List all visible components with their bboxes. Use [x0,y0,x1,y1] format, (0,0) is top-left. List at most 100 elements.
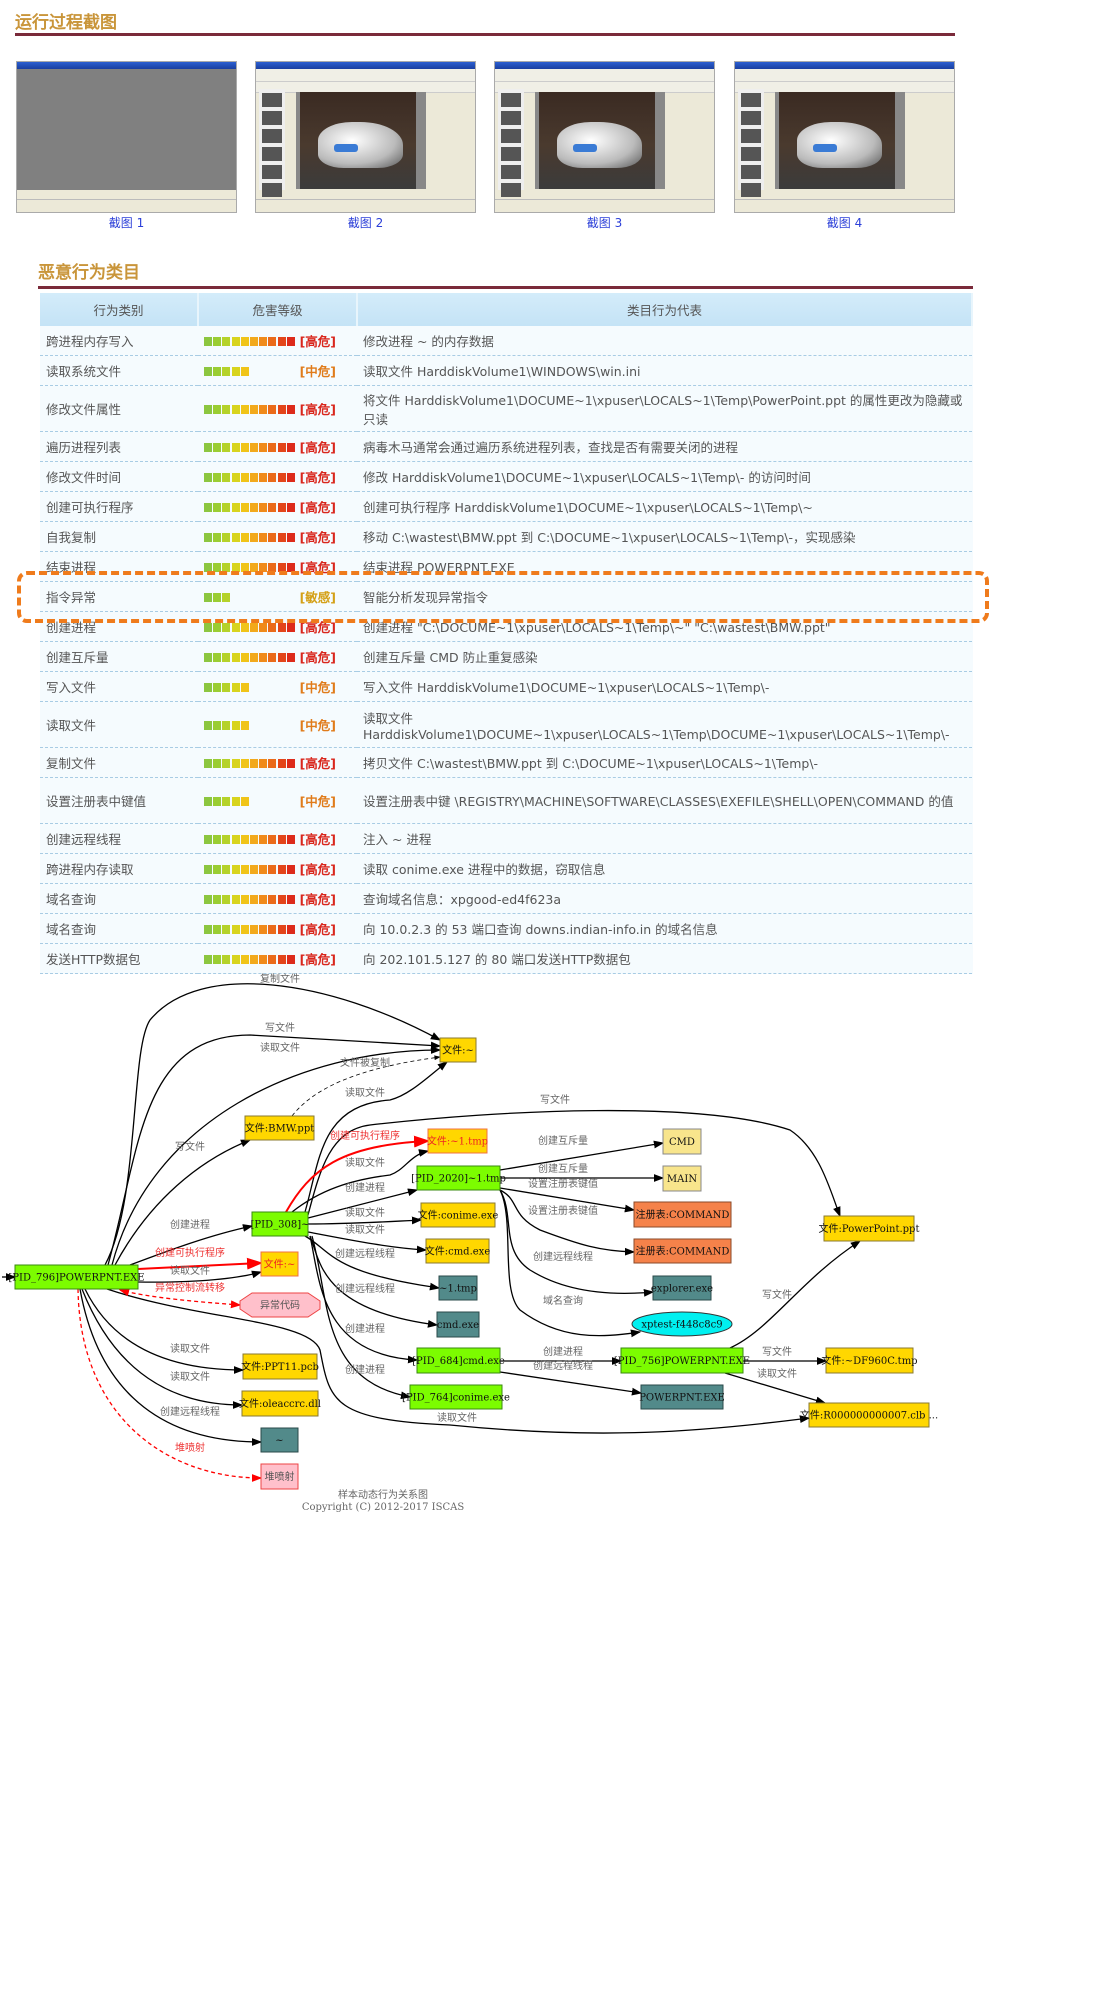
graph-node-file[interactable]: 文件:conime.exe [418,1202,499,1228]
severity-bar-segment [268,835,277,844]
severity-bar-segment [231,405,240,414]
graph-node-remote[interactable]: ~ [260,1427,299,1453]
severity-bar-segment [240,683,249,692]
graph-node-remote[interactable]: cmd.exe [436,1311,480,1338]
behavior-description: 拷贝文件 C:\wastest\BMW.ppt 到 C:\DOCUME~1\xp… [357,747,972,778]
graph-edge [724,1372,827,1405]
severity-bar-segment [222,367,231,376]
screenshot-caption-link[interactable]: 截图 3 [586,216,623,230]
screenshot-thumbnail[interactable] [734,61,955,213]
severity-bar-segment [259,895,268,904]
behavior-category: 域名查询 [40,883,198,914]
screenshot-caption-link[interactable]: 截图 1 [108,216,145,230]
graph-node-process[interactable]: [PID_2020]~1.tmp [411,1165,506,1191]
severity-bar-segment [259,759,268,768]
graph-edge [106,1288,811,1434]
graph-edge-label: 写文件 [762,1345,792,1358]
severity-bar-segment [277,653,286,662]
graph-edge-label: 创建互斥量 [538,1134,588,1147]
severity-cell: [高危] [198,521,357,552]
graph-node-label: ~1.tmp [439,1284,477,1295]
severity-bar-segment [204,653,212,662]
graph-node-mutex[interactable]: CMD [662,1128,702,1155]
severity-bar-segment [231,759,240,768]
graph-node-file[interactable]: 文件:PPT11.pcb [241,1353,319,1380]
severity-bar-segment [222,473,231,482]
severity-cell: [高危] [198,853,357,884]
graph-edge [84,1288,245,1374]
graph-node-file[interactable]: 文件:oleaccrc.dll [239,1390,321,1417]
behavior-description: 注入 ~ 进程 [357,823,972,854]
severity-cell: [高危] [198,611,357,642]
severity-bar-segment [222,653,231,662]
severity-bars [204,439,296,454]
severity-label: [高危] [299,560,336,575]
severity-bar-segment [240,925,249,934]
behavior-description: 写入文件 HarddiskVolume1\DOCUME~1\xpuser\LOC… [357,671,972,702]
severity-bar-segment [231,653,240,662]
table-row: 设置注册表中键值[中危]设置注册表中键 \REGISTRY\MACHINE\SO… [40,777,972,824]
graph-node-process[interactable]: [PID_796]POWERPNT.EXE [8,1264,145,1290]
graph-edge [114,1139,252,1266]
severity-bar-segment [277,955,286,964]
graph-node-label: 文件:~ [442,1044,474,1057]
behavior-description: 创建进程 "C:\DOCUME~1\xpuser\LOCALS~1\Temp\~… [357,611,972,642]
graph-node-registry[interactable]: 注册表:COMMAND [633,1201,732,1228]
screenshot-thumbnail[interactable] [16,61,237,213]
severity-bar-segment [240,653,249,662]
graph-node-remote[interactable]: ~1.tmp [438,1275,478,1301]
severity-bar-segment [249,533,258,542]
screenshot-caption-link[interactable]: 截图 4 [826,216,863,230]
severity-bar-segment [268,405,277,414]
severity-bar-segment [259,533,268,542]
graph-node-file[interactable]: 文件:~ [439,1037,477,1063]
severity-cell: [中危] [198,671,357,702]
graph-node-label: cmd.exe [437,1320,479,1331]
graph-node-file-exec[interactable]: 文件:~1.tmp [427,1128,488,1154]
severity-bar-segment [231,797,240,806]
severity-label: [高危] [299,650,336,665]
graph-edge-label: 读取文件 [170,1370,210,1383]
graph-node-file-exec[interactable]: 文件:~ [260,1251,299,1277]
severity-bar-segment [204,503,212,512]
graph-node-remote[interactable]: POWERPNT.EXE [639,1384,725,1410]
graph-node-file[interactable]: 文件:cmd.exe [425,1238,491,1264]
graph-node-registry[interactable]: 注册表:COMMAND [633,1238,732,1264]
graph-edge-label: 创建远程线程 [533,1359,593,1372]
behavior-description: 向 202.101.5.127 的 80 端口发送HTTP数据包 [357,943,972,974]
graph-node-file[interactable]: 文件:~DF960C.tmp [821,1347,918,1374]
severity-bar-segment [259,473,268,482]
screenshot-thumbnail[interactable] [255,61,476,213]
screenshot-caption-link[interactable]: 截图 2 [347,216,384,230]
severity-bar-segment [231,835,240,844]
severity-bar-segment [231,337,240,346]
graph-node-anomaly[interactable]: 异常代码 [239,1292,321,1318]
graph-node-domain[interactable]: xptest-f448c8c9 [631,1311,733,1337]
severity-bar-segment [222,533,231,542]
graph-node-remote[interactable]: explorer.exe [651,1275,713,1301]
severity-bar-segment [249,955,258,964]
screenshot-thumbnail[interactable] [494,61,715,213]
severity-bar-segment [213,895,222,904]
severity-bar-segment [259,925,268,934]
graph-edge-label: 创建进程 [543,1345,583,1358]
graph-edge [309,1235,439,1328]
graph-node-process[interactable]: [PID_308]~ [251,1211,310,1237]
behavior-category: 修改文件时间 [40,461,198,492]
severity-bar-segment [204,593,212,602]
graph-node-file[interactable]: 文件:R000000000007.clb ... [800,1402,938,1428]
graph-node-process[interactable]: [PID_764]conime.exe [402,1384,510,1410]
graph-edge [311,1235,412,1400]
table-row: 修改文件属性[高危]将文件 HarddiskVolume1\DOCUME~1\x… [40,385,972,432]
graph-node-file[interactable]: 文件:BMW.ppt [244,1115,315,1141]
severity-bar-segment [213,955,222,964]
graph-node-anomaly[interactable]: 堆喷射 [260,1463,299,1490]
graph-node-file[interactable]: 文件:PowerPoint.ppt [819,1215,920,1242]
graph-edge-label: 读取文件 [260,1041,300,1054]
severity-bar-segment [222,623,231,632]
graph-node-mutex[interactable]: MAIN [662,1165,702,1192]
table-row: 创建进程[高危]创建进程 "C:\DOCUME~1\xpuser\LOCALS~… [40,611,972,642]
graph-node-process[interactable]: [PID_756]POWERPNT.EXE [614,1347,750,1374]
behavior-description: 将文件 HarddiskVolume1\DOCUME~1\xpuser\LOCA… [357,385,972,432]
graph-node-process[interactable]: [PID_684]cmd.exe [412,1347,505,1374]
